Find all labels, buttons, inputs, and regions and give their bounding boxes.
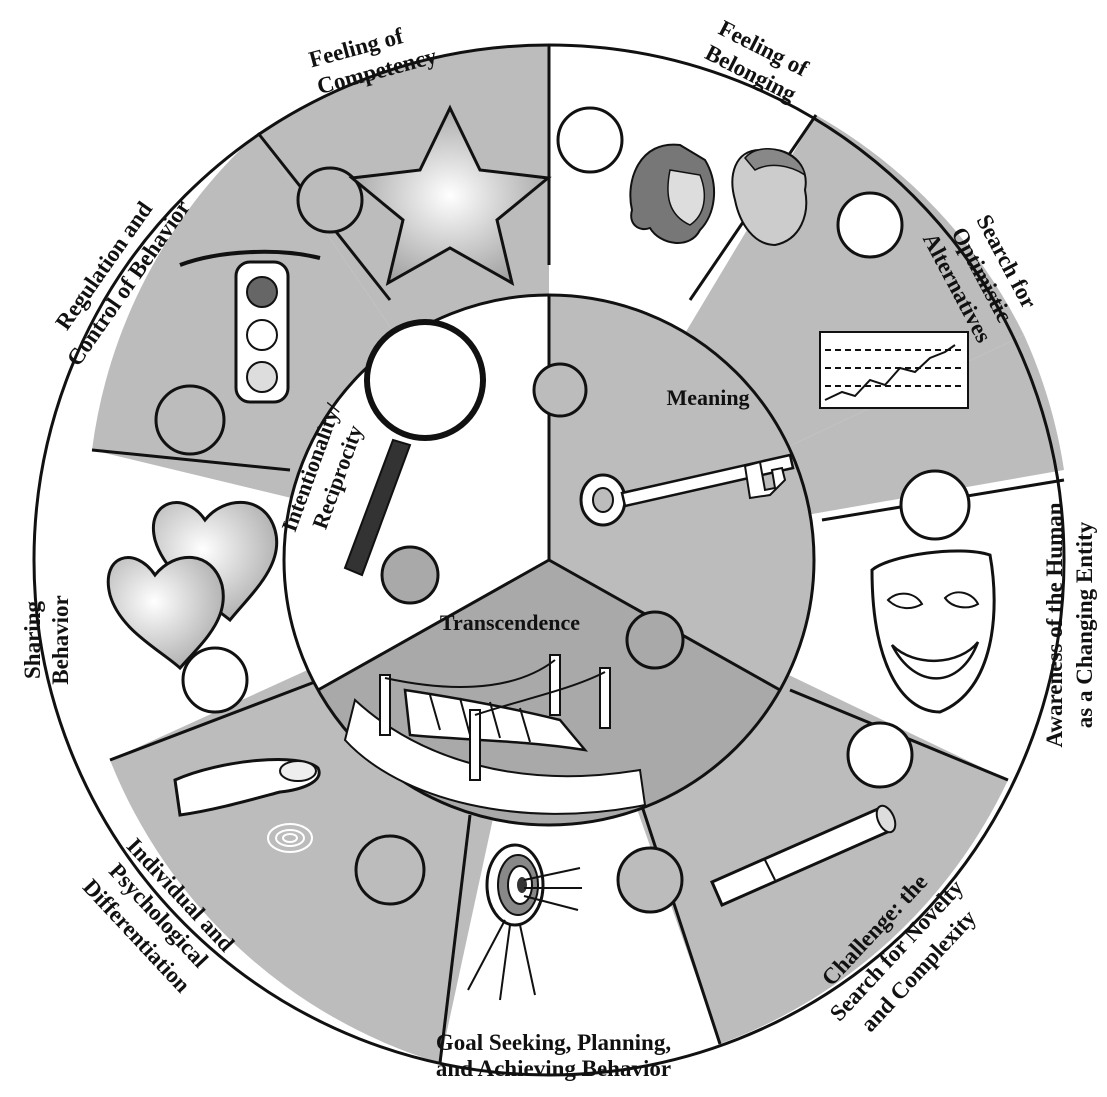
key-icon bbox=[579, 453, 795, 527]
traffic-light-icon bbox=[179, 249, 321, 404]
svg-text:as a Changing Entity: as a Changing Entity bbox=[1072, 521, 1097, 728]
graph-icon bbox=[819, 331, 969, 409]
telescope-icon bbox=[710, 804, 897, 907]
star-icon bbox=[348, 104, 552, 286]
label-transcendence: Transcendence bbox=[440, 610, 580, 635]
mask-icon bbox=[870, 549, 996, 714]
label-goal-line2: and Achieving Behavior bbox=[435, 1056, 672, 1081]
label-sharing: Sharing Behavior bbox=[20, 595, 73, 684]
hearts-icon bbox=[106, 500, 279, 671]
bridge-icon bbox=[343, 654, 647, 815]
label-goal-seeking: Goal Seeking, Planning, and Achieving Be… bbox=[0, 1030, 1107, 1082]
label-goal-line1: Goal Seeking, Planning, bbox=[435, 1030, 672, 1055]
label-awareness: Awareness of the Human as a Changing Ent… bbox=[1042, 502, 1097, 747]
svg-text:Behavior: Behavior bbox=[48, 595, 73, 684]
faces-icon bbox=[629, 143, 808, 247]
fingerprint-icon bbox=[173, 758, 321, 853]
label-meaning: Meaning bbox=[666, 385, 749, 410]
magnifier-icon bbox=[343, 319, 486, 577]
svg-text:Sharing: Sharing bbox=[20, 601, 45, 679]
target-icon bbox=[467, 843, 582, 1001]
svg-text:Awareness of the Human: Awareness of the Human bbox=[1042, 502, 1067, 747]
